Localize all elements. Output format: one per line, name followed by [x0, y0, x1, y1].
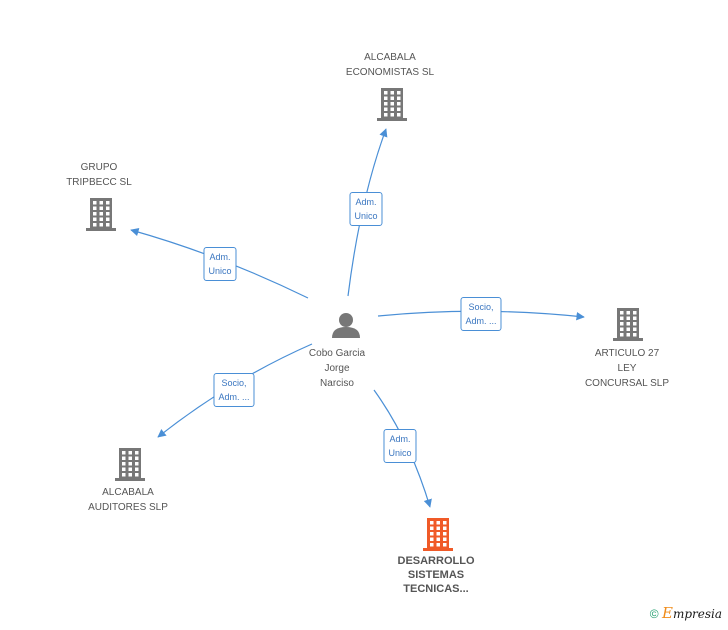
node-label-grupo[interactable]: GRUPO TRIPBECC SL [34, 160, 164, 190]
node-label-line: Cobo Garcia [308, 348, 366, 359]
node-label-line: Narciso [320, 378, 354, 389]
node-label-line: Jorge [324, 363, 350, 374]
node-label-line: ECONOMISTAS SL [345, 67, 435, 78]
edge-label-line: Adm. [209, 252, 231, 262]
node-label-line: SISTEMAS [407, 569, 465, 581]
building-icon[interactable] [377, 88, 407, 121]
node-label-line: ALCABALA [102, 487, 154, 498]
edge-label-alc-aud[interactable]: Socio, Adm. ... [213, 373, 255, 407]
node-label-art27[interactable]: ARTICULO 27 LEY CONCURSAL SLP [562, 346, 692, 391]
edge-label-desarrollo[interactable]: Adm. Unico [383, 429, 417, 463]
node-label-line: GRUPO [80, 162, 118, 173]
edge-label-line: Socio, [221, 378, 247, 388]
edge-label-line: Adm. ... [218, 392, 250, 402]
empresia-watermark[interactable]: © Empresia [650, 604, 722, 622]
node-label-line: LEY [617, 363, 637, 374]
person-icon[interactable] [332, 313, 360, 338]
node-label-line: TECNICAS... [403, 583, 469, 595]
edge-label-line: Unico [354, 211, 378, 221]
building-icon[interactable] [423, 518, 453, 551]
node-label-line: DESARROLLO [397, 555, 475, 567]
edge-label-line: Adm. [389, 434, 411, 444]
node-label-desarrollo[interactable]: DESARROLLO SISTEMAS TECNICAS... [371, 554, 501, 596]
node-label-line: ARTICULO 27 [594, 348, 660, 359]
edge-label-art27[interactable]: Socio, Adm. ... [460, 297, 502, 331]
node-label-alc-eco[interactable]: ALCABALA ECONOMISTAS SL [325, 50, 455, 80]
node-label-line: CONCURSAL SLP [584, 378, 670, 389]
node-label-line: AUDITORES SLP [88, 502, 168, 513]
edge-label-line: Socio, [468, 302, 494, 312]
node-label-line: TRIPBECC SL [66, 177, 132, 188]
building-icon[interactable] [613, 308, 643, 341]
edge-label-grupo[interactable]: Adm. Unico [203, 247, 237, 281]
node-label-line: ALCABALA [364, 52, 416, 63]
edge-label-line: Unico [388, 448, 412, 458]
edge-label-line: Adm. ... [465, 316, 497, 326]
node-label-alc-aud[interactable]: ALCABALA AUDITORES SLP [63, 485, 193, 515]
copyright-symbol: © [649, 607, 659, 621]
edge-label-line: Unico [208, 266, 232, 276]
empresia-logo: Empresia [661, 604, 722, 622]
edge-label-alc-eco[interactable]: Adm. Unico [349, 192, 383, 226]
building-icon[interactable] [86, 198, 116, 231]
edge-label-line: Adm. [355, 197, 377, 207]
building-icon[interactable] [115, 448, 145, 481]
